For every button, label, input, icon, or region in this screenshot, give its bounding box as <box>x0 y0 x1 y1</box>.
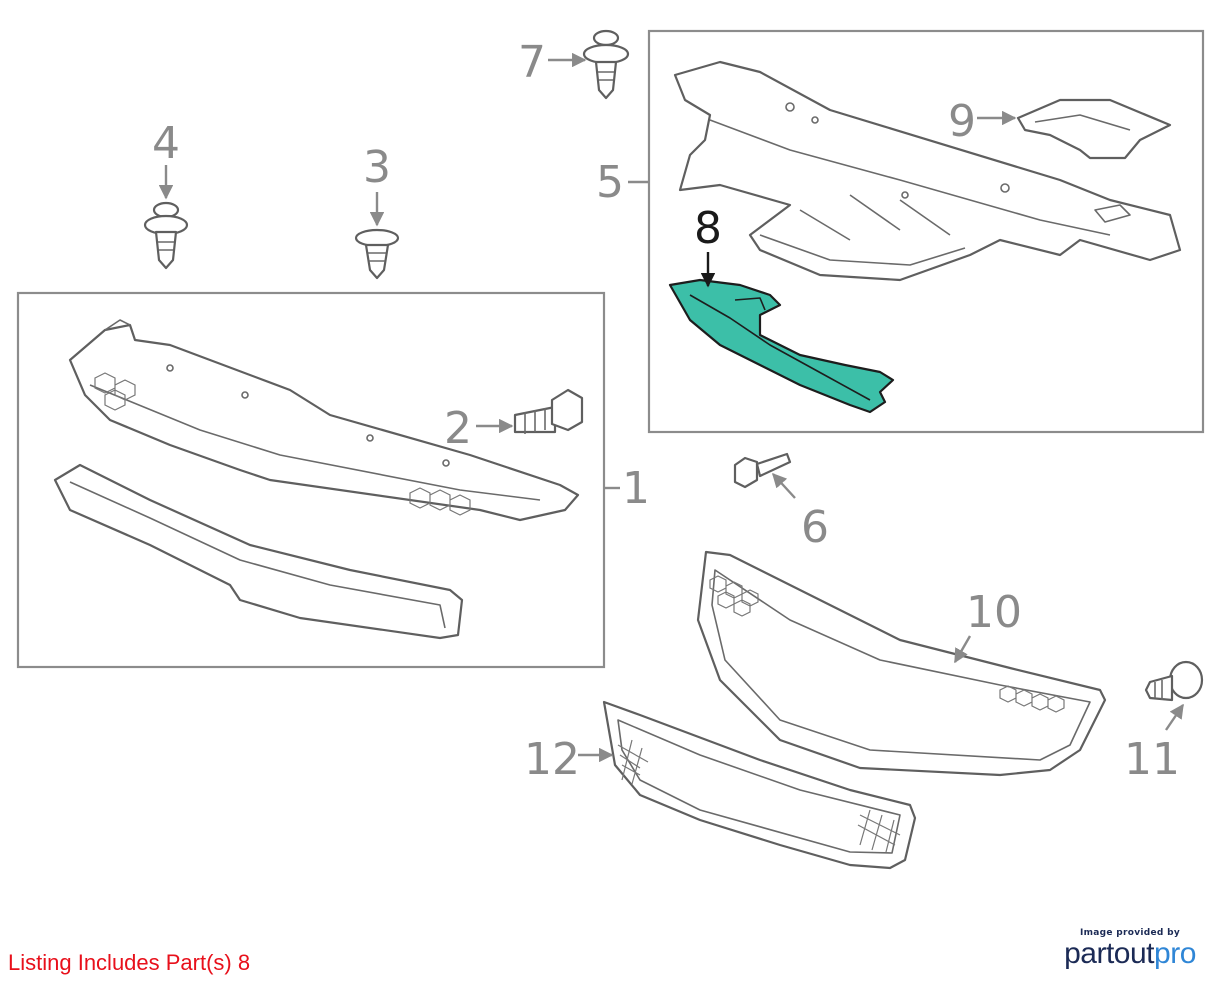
logo-text-right: pro <box>1154 937 1196 970</box>
callout-3: 3 <box>363 142 391 193</box>
partoutpro-logo: partoutpro <box>1054 938 1206 970</box>
part-12-lower-grille <box>602 700 917 870</box>
part-1-lens-strip <box>53 463 464 640</box>
part-11-clip <box>1144 660 1204 702</box>
callout-10: 10 <box>966 587 1022 638</box>
part-4-clip <box>143 201 189 270</box>
part-9-bracket <box>1016 98 1172 160</box>
image-credit: Image provided by partoutpro <box>1054 928 1206 970</box>
part-7-clip <box>582 29 630 100</box>
listing-note: Listing Includes Part(s) 8 <box>8 950 251 975</box>
part-3-clip <box>354 228 400 280</box>
credit-caption: Image provided by <box>1079 928 1181 938</box>
part-2-bolt <box>513 388 584 434</box>
callout-12: 12 <box>524 734 580 785</box>
part-1-group-box <box>16 291 606 669</box>
callout-7: 7 <box>518 37 546 88</box>
callout-11: 11 <box>1124 734 1180 785</box>
callout-1: 1 <box>622 463 650 514</box>
part-5-support <box>673 60 1182 282</box>
callout-5: 5 <box>596 157 624 208</box>
part-10-grille <box>696 550 1107 777</box>
part-1-absorber <box>68 319 580 522</box>
callout-4: 4 <box>152 118 180 169</box>
part-8-deflector <box>668 278 895 414</box>
leader-lines <box>158 52 1184 763</box>
part-5-group-box <box>647 29 1205 434</box>
callout-8: 8 <box>694 203 722 254</box>
callout-6: 6 <box>801 502 829 553</box>
part-6-bolt <box>733 452 792 489</box>
callout-9: 9 <box>948 96 976 147</box>
callout-2: 2 <box>444 403 472 454</box>
logo-text-left: partout <box>1064 937 1155 970</box>
